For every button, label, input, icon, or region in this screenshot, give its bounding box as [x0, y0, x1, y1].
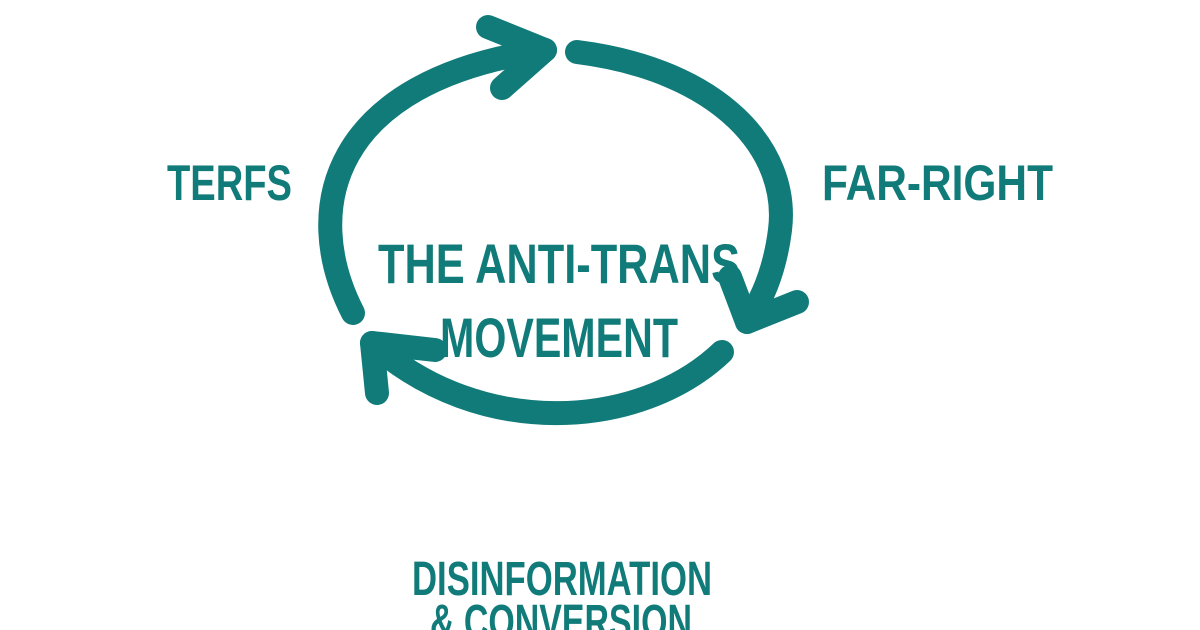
node-conversion: & CONVERSION — [430, 596, 692, 630]
cycle-arrow-top-left — [318, 15, 557, 325]
center-title-line-2: MOVEMENT — [440, 306, 678, 369]
node-disinformation: DISINFORMATION — [412, 553, 712, 606]
cycle-arrow-right — [565, 40, 809, 334]
center-title-line-1: THE ANTI-TRANS — [378, 232, 740, 295]
node-far-right: FAR-RIGHT — [822, 155, 1053, 211]
node-terfs: TERFS — [167, 155, 292, 211]
cycle-arrow-bottom — [360, 331, 734, 425]
